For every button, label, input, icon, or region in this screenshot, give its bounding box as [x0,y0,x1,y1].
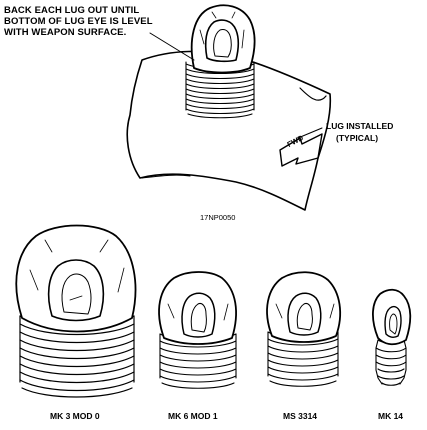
lug-mk3-mod0 [15,224,137,398]
callout-leader [149,32,195,61]
lug-label-mk3-mod0: MK 3 MOD 0 [50,411,100,421]
fwd-arrow [279,133,323,167]
weapon-surface-panel [126,50,332,211]
callout-installed-line1: LUG INSTALLED [326,121,394,131]
installed-leader [297,127,323,139]
lug-mk6-mod1 [158,271,237,389]
lug-label-mk14: MK 14 [378,411,404,421]
callout-installed-line2: (TYPICAL) [336,133,379,143]
figure-number: 17NP0050 [200,213,236,222]
lug-label-mk6-mod1: MK 6 MOD 1 [168,411,218,421]
lug-label-ms3314: MS 3314 [283,411,318,421]
lug-ms3314 [266,271,342,387]
installed-lug [185,4,256,119]
callout-back-out-line1: BACK EACH LUG OUT UNTIL [4,5,140,16]
callout-back-out-line3: WITH WEAPON SURFACE. [4,27,127,38]
lug-mk14 [372,288,412,386]
callout-back-out-line2: BOTTOM OF LUG EYE IS LEVEL [4,16,153,27]
